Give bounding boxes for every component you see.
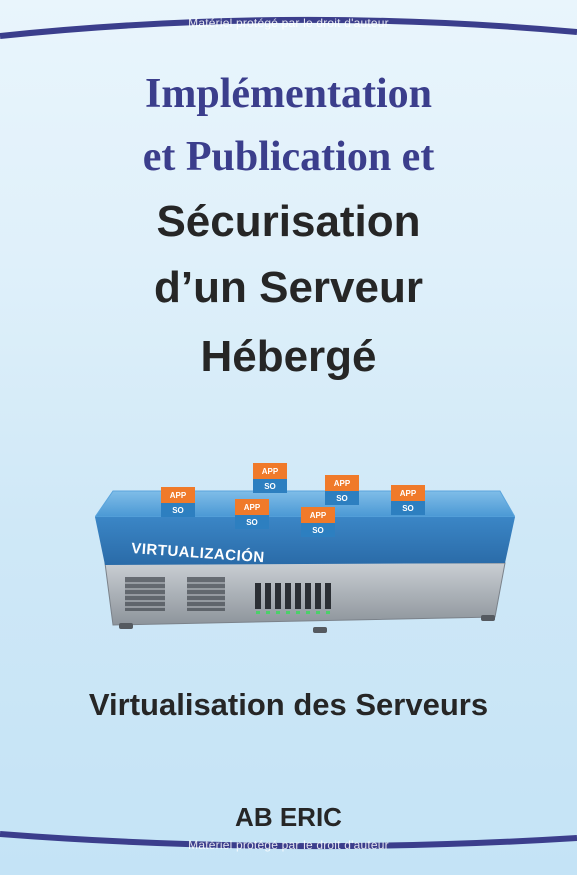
subtitle: Virtualisation des Serveurs <box>88 687 489 722</box>
server-chassis <box>104 555 506 633</box>
vm-box: APP SO <box>325 475 359 505</box>
svg-text:SO: SO <box>264 482 276 491</box>
svg-text:SO: SO <box>312 526 324 535</box>
svg-text:SO: SO <box>402 504 414 513</box>
top-decorative-curve <box>0 16 577 39</box>
svg-text:APP: APP <box>262 467 279 476</box>
title-line-5: Hébergé <box>200 332 377 381</box>
svg-text:APP: APP <box>400 489 417 498</box>
title-line-1: Implémentation <box>145 71 432 117</box>
vm-box: APP SO <box>235 499 269 529</box>
author-name: AB ERIC <box>235 802 342 832</box>
vm-box: APP SO <box>301 507 335 537</box>
svg-text:APP: APP <box>310 511 327 520</box>
svg-text:SO: SO <box>246 518 258 527</box>
title-line-3: Sécurisation <box>156 197 421 246</box>
svg-text:APP: APP <box>244 503 261 512</box>
svg-text:APP: APP <box>170 491 187 500</box>
virtualization-server-illustration: VIRTUALIZACIÓN APP SO APP SO APP SO APP … <box>95 463 515 633</box>
svg-text:APP: APP <box>334 479 351 488</box>
svg-text:SO: SO <box>336 494 348 503</box>
bottom-decorative-curve <box>0 831 577 850</box>
svg-text:SO: SO <box>172 506 184 515</box>
title-line-4: d’un Serveur <box>154 263 423 312</box>
watermark-top: Matériel protégé par le droit d'auteur <box>188 16 389 30</box>
title-line-2: et Publication et <box>142 134 435 180</box>
vm-box: APP SO <box>161 487 195 517</box>
watermark-bottom: Matériel protégé par le droit d'auteur <box>188 838 389 852</box>
vm-box: APP SO <box>253 463 287 493</box>
vm-box: APP SO <box>391 485 425 515</box>
